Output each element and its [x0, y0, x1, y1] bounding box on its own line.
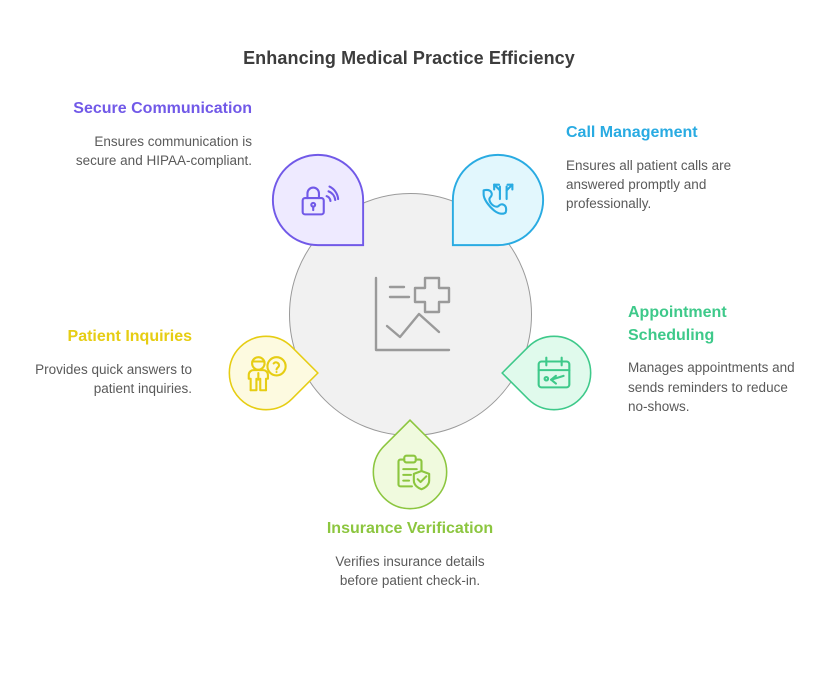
node-heading: Secure Communication [73, 100, 252, 117]
node-heading: Patient Inquiries [67, 328, 192, 345]
phone-transfer-icon [450, 152, 546, 248]
pin-shape [271, 153, 365, 247]
node-icon-secure-communication[interactable] [270, 152, 366, 248]
node-text-call-management: Call Management Ensures all patient call… [566, 122, 766, 213]
node-description: Manages appointments and sends reminders… [628, 360, 795, 414]
node-icon-insurance-verification[interactable] [357, 419, 463, 525]
page-title: Enhancing Medical Practice Efficiency [243, 48, 575, 68]
medical-chart-icon [363, 270, 459, 366]
clipboard-shield-check-icon [362, 424, 458, 520]
person-question-icon [218, 325, 314, 421]
calendar-reminder-icon [506, 325, 602, 421]
node-text-secure-communication: Secure Communication Ensures communicati… [60, 98, 252, 170]
node-heading: Call Management [566, 124, 698, 141]
node-text-insurance-verification: Insurance Verification Verifies insuranc… [320, 518, 500, 590]
node-text-patient-inquiries: Patient Inquiries Provides quick answers… [10, 326, 192, 398]
node-icon-patient-inquiries[interactable] [213, 320, 319, 426]
node-icon-appointment-scheduling[interactable] [501, 320, 607, 426]
node-heading: Insurance Verification [326, 520, 494, 537]
pin-shape [451, 153, 545, 247]
node-description: Provides quick answers to patient inquir… [35, 361, 192, 396]
lock-wireless-icon [270, 152, 366, 248]
node-description: Ensures all patient calls are answered p… [566, 157, 732, 212]
node-description: Verifies insurance details before patien… [335, 553, 485, 588]
node-description: Ensures communication is secure and HIPA… [75, 133, 252, 168]
node-text-appointment-scheduling: Appointment Scheduling Manages appointme… [628, 302, 798, 416]
node-icon-call-management[interactable] [450, 152, 546, 248]
node-heading: Appointment Scheduling [628, 304, 727, 344]
